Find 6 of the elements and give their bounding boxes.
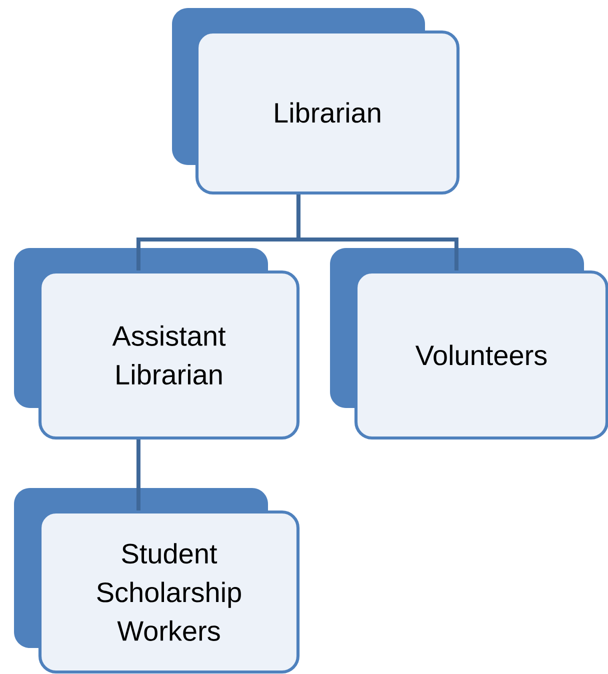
org-box: Volunteers [330,248,608,440]
connector-line [136,440,140,510]
org-box: Assistant Librarian [14,248,300,440]
org-box: Librarian [172,8,460,195]
org-box: Student Scholarship Workers [14,488,300,674]
connector-line [296,194,458,270]
